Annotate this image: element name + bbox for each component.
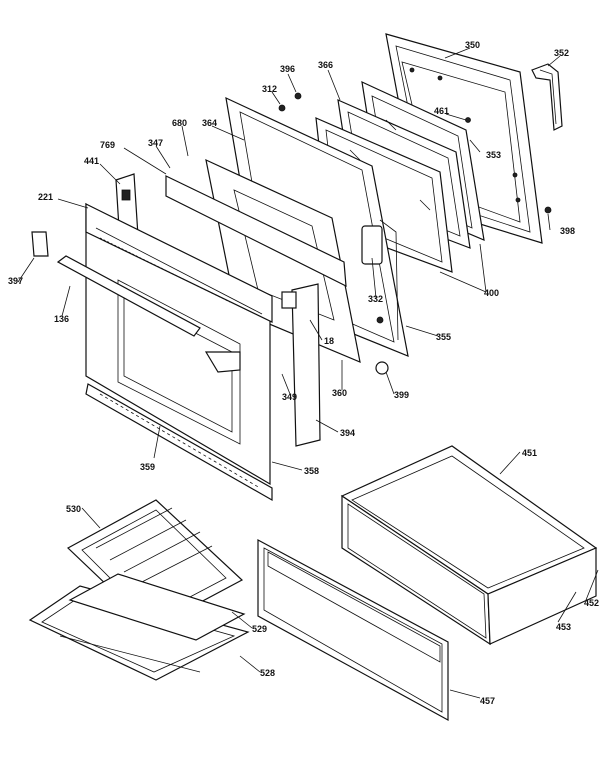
label-451: 451 [522,448,537,458]
label-530: 530 [66,504,81,514]
door-handle-bar [56,255,201,337]
label-358: 358 [304,466,319,476]
top-trim-strip [165,175,347,288]
label-364: 364 [202,118,217,128]
drawer-front-panel [257,538,449,722]
label-680: 680 [172,118,187,128]
label-355: 355 [436,332,451,342]
label-136: 136 [54,314,69,324]
label-366: 366 [318,60,333,70]
handle-trim-part [531,63,563,131]
label-528: 528 [260,668,275,678]
label-397: 397 [8,276,23,286]
label-441: 441 [84,156,99,166]
door-bottom-trim [85,383,273,502]
label-18: 18 [324,336,334,346]
label-461: 461 [434,106,449,116]
label-398: 398 [560,226,575,236]
label-221: 221 [38,192,53,202]
label-769: 769 [100,140,115,150]
label-396: 396 [280,64,295,74]
label-359: 359 [140,462,155,472]
small-fasteners [31,92,552,375]
label-399: 399 [394,390,409,400]
label-457: 457 [480,696,495,706]
label-394: 394 [340,428,355,438]
label-312: 312 [262,84,277,94]
label-452: 452 [584,598,599,608]
broiler-pan-grid [66,499,244,629]
label-350: 350 [465,40,480,50]
label-352: 352 [554,48,569,58]
part-labels: 350 352 396 366 312 461 353 680 364 347 … [8,40,599,706]
label-529: 529 [252,624,267,634]
broiler-pan-tray [68,573,246,641]
outer-door-front [85,202,273,486]
label-400: 400 [484,288,499,298]
broiler-pan-base [28,585,250,681]
label-360: 360 [332,388,347,398]
leader-lines [17,47,599,699]
label-453: 453 [556,622,571,632]
storage-drawer [340,445,598,646]
label-353: 353 [486,150,501,160]
label-347: 347 [148,138,163,148]
label-349: 349 [282,392,297,402]
door-side-rail [281,283,321,447]
label-332: 332 [368,294,383,304]
